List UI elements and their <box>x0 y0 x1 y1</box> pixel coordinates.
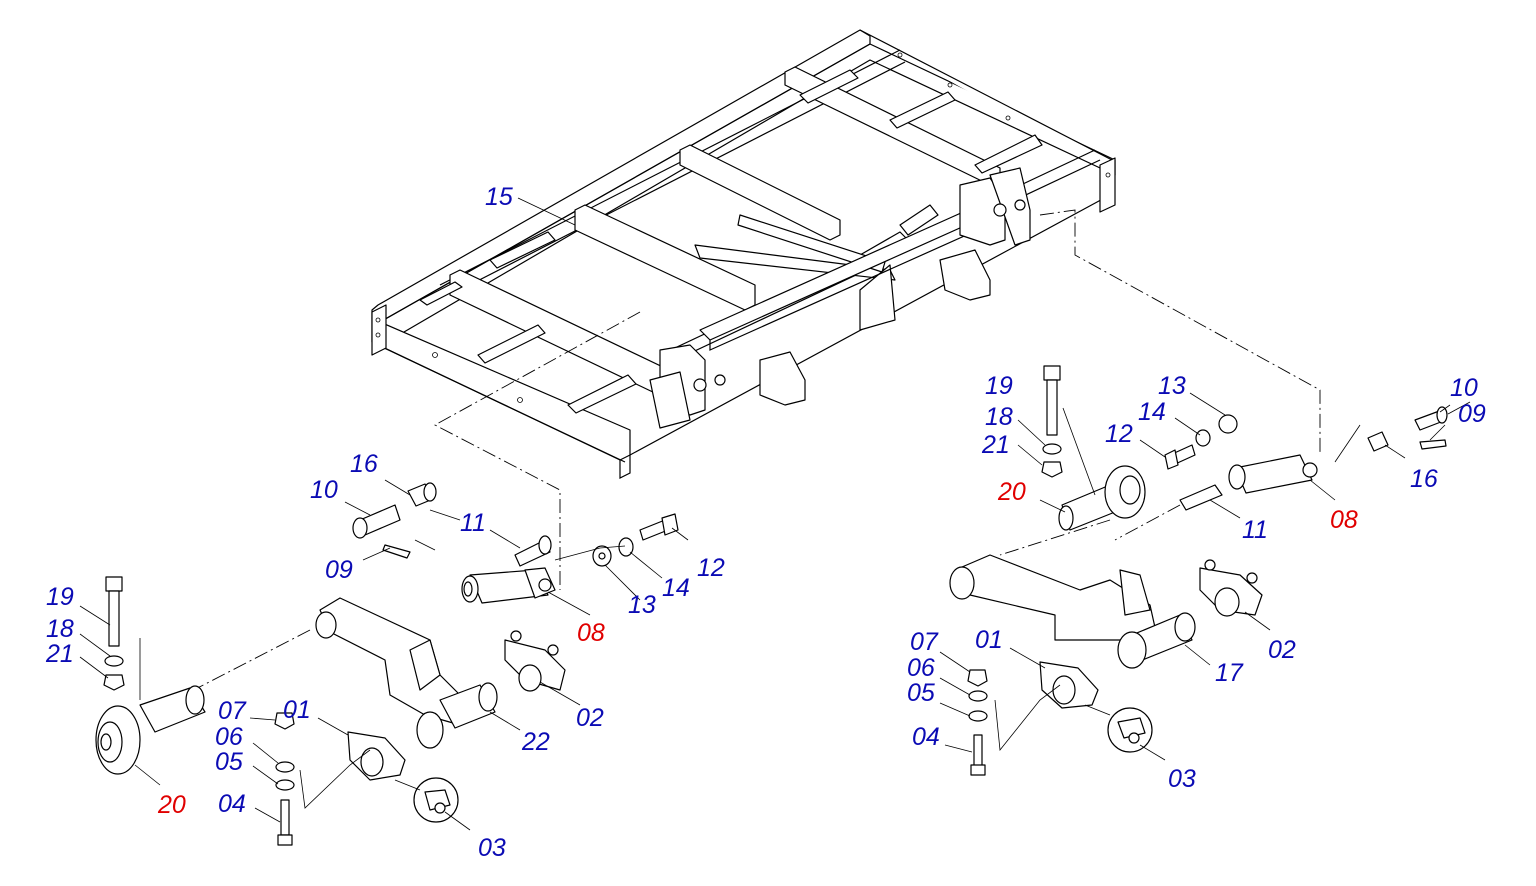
callout-11-right: 11 <box>1242 516 1268 544</box>
callout-20-left: 20 <box>157 791 186 819</box>
callout-22-left: 22 <box>521 728 550 756</box>
callout-21-left: 21 <box>45 640 74 668</box>
part-06-washer-right <box>968 690 988 702</box>
part-02-bracket-left <box>504 630 566 692</box>
callout-14-left: 14 <box>662 574 690 602</box>
callout-11-left: 11 <box>460 509 486 537</box>
part-19-bolt-right <box>1043 365 1061 436</box>
callout-20-right: 20 <box>997 478 1026 506</box>
left-suspension-assembly <box>79 197 689 846</box>
part-12-bolt-right <box>1164 444 1196 470</box>
callouts-left: 15 16 10 11 09 12 14 13 08 19 18 21 07 0… <box>45 183 725 862</box>
callout-04-left: 04 <box>218 790 246 818</box>
part-20-hub-left <box>95 685 206 775</box>
part-08-cylinder-left <box>461 567 556 604</box>
callout-09-left: 09 <box>325 556 353 584</box>
part-11-pin-right <box>1179 484 1223 511</box>
part-11-pin-left <box>514 535 552 567</box>
callout-12-left: 12 <box>697 554 725 582</box>
callout-04-right: 04 <box>912 723 940 751</box>
part-22-swing-arm-left <box>315 597 498 749</box>
callout-07-right: 07 <box>910 628 939 656</box>
callout-19-right: 19 <box>985 372 1013 400</box>
callout-18-left: 18 <box>46 615 74 643</box>
callout-01-left: 01 <box>283 696 311 724</box>
callout-05-left: 05 <box>215 748 243 776</box>
callout-01-right: 01 <box>975 626 1003 654</box>
part-07-nut-right <box>967 669 988 687</box>
part-18-washer-right <box>1042 443 1062 455</box>
callout-05-right: 05 <box>907 679 935 707</box>
part-01-clamp-left <box>347 731 406 781</box>
part-04-bolt-right <box>970 734 986 776</box>
callout-16-left: 16 <box>350 450 378 478</box>
callout-16-right: 16 <box>1410 465 1438 493</box>
part-19-bolt-left <box>105 576 123 647</box>
part-16-bushing-right <box>1367 431 1389 452</box>
part-01-clamp-right <box>1039 661 1099 709</box>
part-07-nut-left <box>274 712 295 730</box>
part-21-nut-left <box>103 674 125 691</box>
callout-13-left: 13 <box>628 591 656 619</box>
part-16-bushing-left <box>407 482 437 507</box>
callout-08-right: 08 <box>1330 506 1358 534</box>
part-04-bolt-left <box>277 799 293 846</box>
callout-06-left: 06 <box>215 723 243 751</box>
callout-21-right: 21 <box>981 431 1010 459</box>
part-06-washer-left <box>275 761 295 773</box>
part-17-swing-arm-right <box>949 554 1196 669</box>
callout-13-right: 13 <box>1158 372 1186 400</box>
part-14-washer-right <box>1195 429 1211 447</box>
right-suspension-assembly <box>939 365 1471 776</box>
callout-14-right: 14 <box>1138 398 1166 426</box>
part-02-bracket-right <box>1199 559 1263 617</box>
part-18-washer-left <box>104 655 124 667</box>
callout-09-right: 09 <box>1458 400 1486 428</box>
callouts-right: 19 13 18 14 10 09 12 21 16 20 11 08 02 0… <box>907 372 1486 793</box>
callout-18-right: 18 <box>985 403 1013 431</box>
callout-03-right: 03 <box>1168 765 1196 793</box>
callout-12-right: 12 <box>1105 420 1133 448</box>
part-14-washer-left <box>618 537 634 557</box>
part-10-pin-left <box>352 504 401 539</box>
frame-assembly <box>371 29 1116 479</box>
part-13-washer-right <box>1218 414 1238 434</box>
leader-lines-right <box>939 392 1471 761</box>
part-21-nut-right <box>1041 461 1063 478</box>
part-08-cylinder-right <box>1228 454 1318 494</box>
callout-19-left: 19 <box>46 583 74 611</box>
callout-08-left: 08 <box>577 619 605 647</box>
part-20-hub-right <box>1058 465 1146 531</box>
callout-02-right: 02 <box>1268 636 1296 664</box>
callout-02-left: 02 <box>576 704 604 732</box>
part-10-pin-right <box>1414 406 1448 431</box>
callout-07-left: 07 <box>218 697 247 725</box>
part-05-washer-right <box>968 710 988 722</box>
part-05-washer-left <box>275 779 295 791</box>
part-03-fitting-left <box>413 777 459 823</box>
part-09-cotter-left <box>382 544 411 559</box>
callout-06-right: 06 <box>907 654 935 682</box>
part-03-fitting-right <box>1107 707 1153 753</box>
callout-10-left: 10 <box>310 476 338 504</box>
part-12-bolt-left <box>639 513 679 541</box>
callout-17-right: 17 <box>1215 659 1244 687</box>
part-09-cotter-right <box>1419 439 1447 450</box>
leader-lines-left <box>79 197 689 831</box>
callout-10-right: 10 <box>1450 374 1478 402</box>
callout-03-left: 03 <box>478 834 506 862</box>
callout-15: 15 <box>485 183 513 211</box>
